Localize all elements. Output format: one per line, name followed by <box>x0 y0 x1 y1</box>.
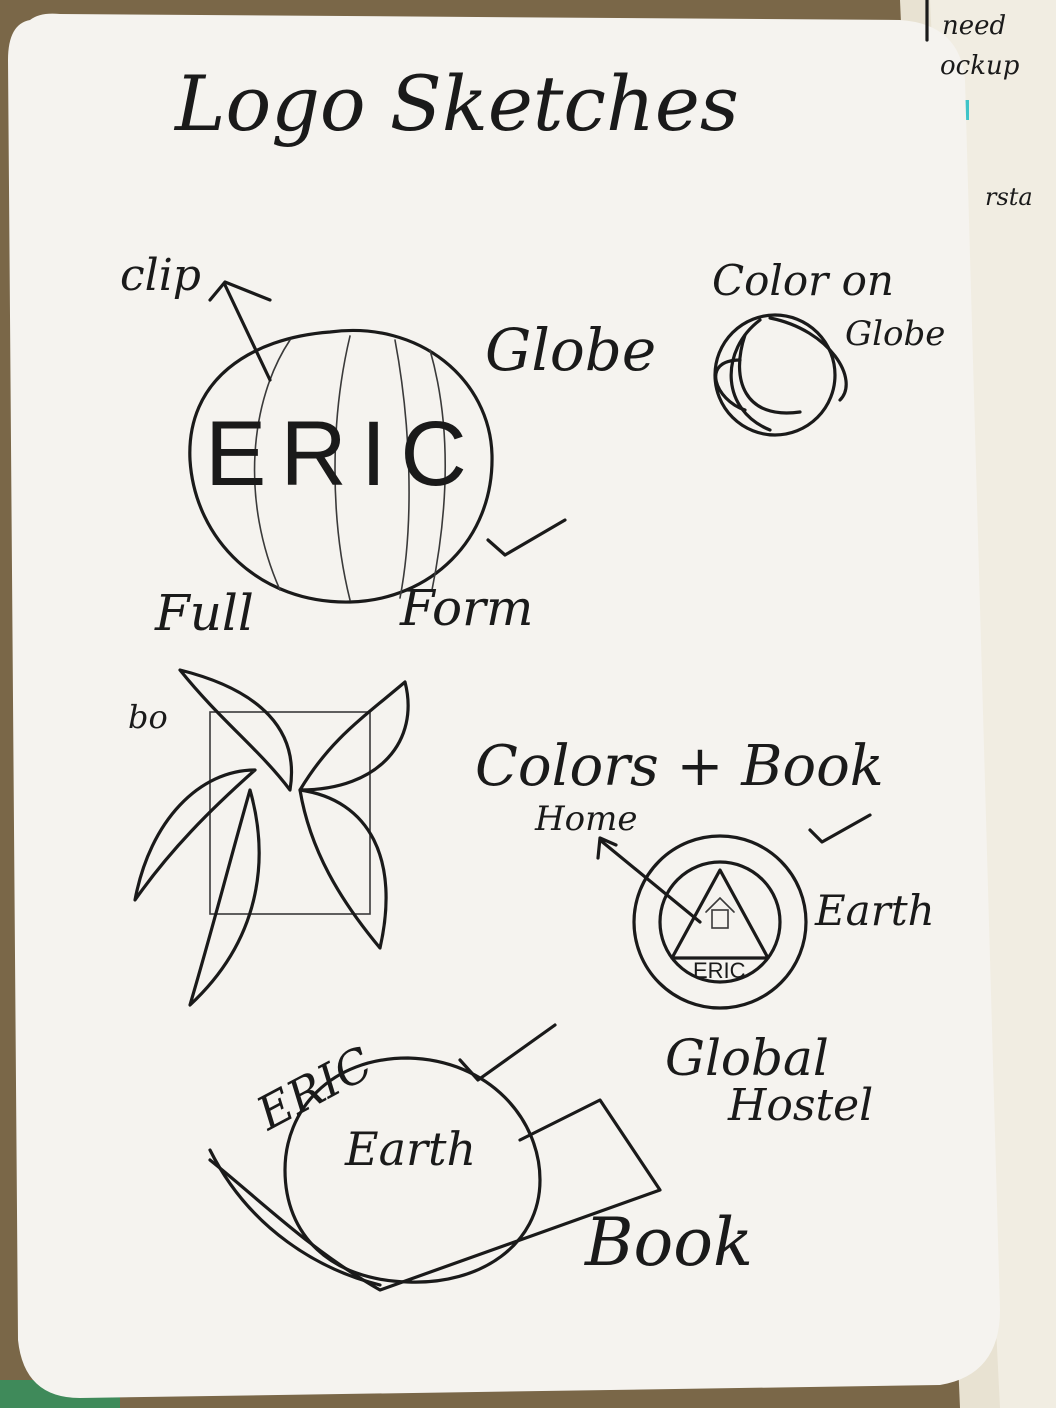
global-label: Global <box>665 1029 829 1087</box>
color-globe-swirl-1 <box>729 318 772 432</box>
colors-book-sketch: Colors + Book Home ERIC Earth Global Hos… <box>475 734 935 1131</box>
outer-earth-circle <box>632 834 808 1010</box>
clip-note: clip <box>120 250 201 301</box>
color-globe-sketch: Color on Globe <box>712 256 945 437</box>
petal-1 <box>178 668 293 792</box>
globe-sketch: clip ERIC Globe Full Form <box>120 250 656 642</box>
globe-meridian-4 <box>429 349 447 591</box>
inner-eric-text: ERIC <box>693 958 746 983</box>
petal-4 <box>188 788 261 1007</box>
book-label: Book <box>584 1204 753 1281</box>
clip-arrow <box>208 280 272 382</box>
side-note-3: rsta <box>985 183 1033 211</box>
inner-circle <box>658 860 782 984</box>
globe-label: Globe <box>485 316 656 384</box>
flower-label: bo <box>128 698 168 736</box>
earth-book-checkmark <box>458 1023 557 1082</box>
house-roof <box>705 896 735 913</box>
home-label: Home <box>534 799 637 839</box>
petal-3 <box>298 788 388 950</box>
side-note-1: need <box>942 11 1006 41</box>
globe-eric-text: ERIC <box>205 403 481 505</box>
petal-5 <box>133 768 257 902</box>
house-body <box>711 909 729 929</box>
book-lower-edge <box>208 1148 382 1287</box>
color-globe-label: Globe <box>845 314 945 354</box>
earth-side-label: Earth <box>814 886 935 935</box>
triangle <box>670 868 770 960</box>
globe-meridian-1 <box>253 339 291 591</box>
color-globe-swirl-3 <box>737 333 802 415</box>
book-shape <box>208 1098 662 1292</box>
home-arrow <box>596 836 702 924</box>
side-note-2: ockup <box>940 51 1020 81</box>
globe-checkmark <box>486 518 567 557</box>
colors-book-checkmark <box>808 813 872 844</box>
notebook-page <box>8 13 1000 1399</box>
full-label: Full <box>154 584 254 642</box>
teal-tab-1 <box>963 100 969 120</box>
hostel-label: Hostel <box>727 1080 873 1131</box>
color-globe-swirl-4 <box>714 358 747 412</box>
globe-meridian-2 <box>334 335 351 601</box>
color-on-label: Color on <box>712 256 894 305</box>
globe-circle <box>188 329 494 604</box>
earth-circle <box>283 1056 542 1284</box>
form-label: Form <box>399 579 533 637</box>
page-title: Logo Sketches <box>173 59 739 148</box>
colors-book-title: Colors + Book <box>475 734 884 799</box>
color-globe-swirl-2 <box>768 316 848 402</box>
flower-sketch: bo <box>128 668 410 1007</box>
earth-center-text: Earth <box>344 1122 476 1176</box>
globe-meridian-3 <box>394 339 410 599</box>
